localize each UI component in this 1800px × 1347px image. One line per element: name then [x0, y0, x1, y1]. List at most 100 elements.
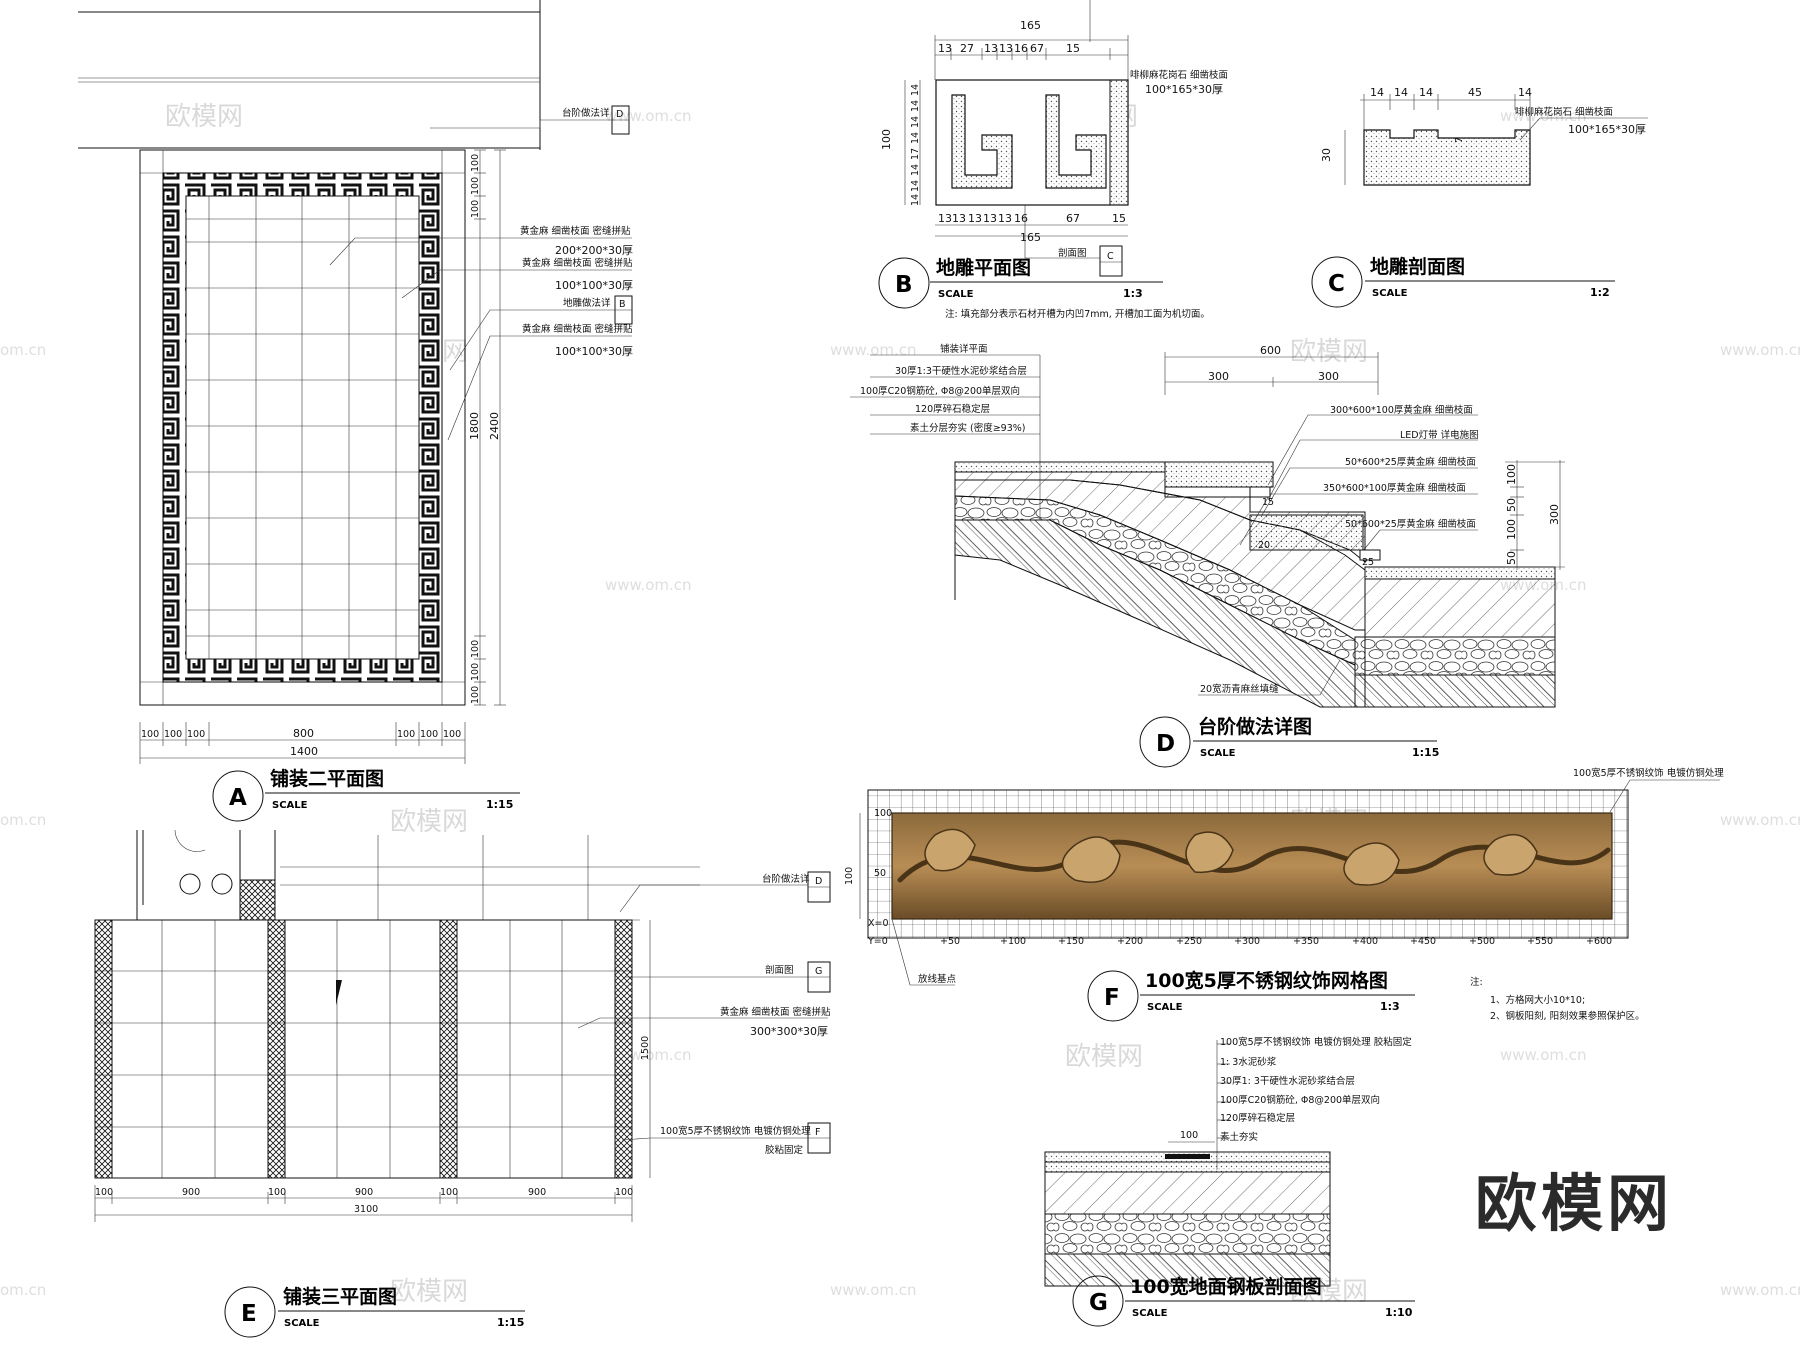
svg-text:14: 14 [1518, 86, 1532, 99]
svg-text:100: 100 [470, 154, 481, 172]
callout-stair-detail: 台阶做法详 [562, 107, 610, 119]
inner-tile-grid [186, 196, 419, 659]
callout-tag-b: B [619, 299, 626, 310]
watermark-url: www.om.cn [830, 341, 917, 359]
svg-text:E: E [241, 1301, 257, 1327]
svg-text:G: G [1089, 1290, 1108, 1316]
svg-text:SCALE: SCALE [272, 800, 308, 811]
svg-text:注:: 注: [1470, 976, 1483, 988]
watermark-url: www.om.cn [1500, 1046, 1587, 1064]
svg-text:F: F [815, 1127, 820, 1138]
material-size: 100*100*30厚 [555, 345, 633, 358]
title-letter: A [229, 785, 247, 811]
svg-text:100*165*30厚: 100*165*30厚 [1568, 123, 1646, 136]
svg-text:50: 50 [1505, 498, 1518, 512]
svg-text:1400: 1400 [290, 745, 318, 758]
material-note: 黄金麻 细凿枝面 密缝拼贴 [522, 323, 633, 335]
svg-text:1:15: 1:15 [1412, 746, 1439, 759]
svg-text:B: B [895, 272, 913, 298]
svg-text:+200: +200 [1117, 936, 1143, 947]
svg-text:30: 30 [1320, 148, 1333, 162]
svg-text:C: C [1107, 251, 1114, 262]
svg-text:1、方格网大小10*10;: 1、方格网大小10*10; [1490, 994, 1585, 1006]
svg-text:100厚C20钢筋砼, Φ8@200单层双向: 100厚C20钢筋砼, Φ8@200单层双向 [860, 385, 1020, 397]
svg-text:30厚1:3干硬性水泥砂浆结合层: 30厚1:3干硬性水泥砂浆结合层 [895, 365, 1027, 377]
svg-text:100: 100 [164, 729, 182, 740]
svg-text:50: 50 [1505, 551, 1518, 565]
svg-text:45: 45 [1468, 86, 1482, 99]
material-note: 黄金麻 细凿枝面 密缝拼贴 [522, 257, 633, 269]
watermark-url: www.om.cn [605, 576, 692, 594]
svg-text:7: 7 [1454, 137, 1465, 143]
svg-text:SCALE: SCALE [938, 289, 974, 300]
svg-text:350*600*100厚黄金麻 细凿枝面: 350*600*100厚黄金麻 细凿枝面 [1323, 482, 1466, 494]
svg-text:+400: +400 [1352, 936, 1378, 947]
carving-note: 注: 填充部分表示石材开槽为内凹7mm, 开槽加工面为机切面。 [945, 308, 1210, 320]
callout-tag-d: D [616, 109, 623, 120]
svg-text:14: 14 [1419, 86, 1433, 99]
material-note: 黄金麻 细凿枝面 密缝拼贴 [520, 225, 631, 237]
svg-text:+450: +450 [1410, 936, 1436, 947]
svg-text:300*300*30厚: 300*300*30厚 [750, 1025, 828, 1038]
svg-text:100: 100 [874, 808, 892, 819]
svg-text:100厚C20钢筋砼, Φ8@200单层双向: 100厚C20钢筋砼, Φ8@200单层双向 [1220, 1094, 1380, 1106]
svg-text:2、钢板阳刻, 阳刻效果参照保护区。: 2、钢板阳刻, 阳刻效果参照保护区。 [1490, 1010, 1645, 1022]
svg-text:13: 13 [998, 212, 1012, 225]
svg-text:14: 14 [1394, 86, 1408, 99]
svg-text:13: 13 [968, 212, 982, 225]
svg-text:13: 13 [952, 212, 966, 225]
watermark-url: www.om.cn [1720, 341, 1800, 359]
svg-text:600: 600 [1260, 344, 1281, 357]
svg-text:啡柳麻花岗石 细凿枝面: 啡柳麻花岗石 细凿枝面 [1515, 106, 1613, 118]
drawing-b-carving-plan: 165 13 27 13 13 16 67 15 100 14 14 14 14… [878, 0, 1228, 320]
svg-text:X=0: X=0 [868, 918, 889, 929]
svg-text:14: 14 [910, 116, 921, 128]
svg-text:13: 13 [999, 42, 1013, 55]
svg-text:100: 100 [470, 200, 481, 218]
svg-text:165: 165 [1020, 231, 1041, 244]
title-bubble-a [212, 770, 264, 822]
drawing-title: 100宽5厚不锈钢纹饰网格图 [1145, 969, 1388, 992]
carving-motif-left [951, 94, 1013, 189]
svg-text:100: 100 [1180, 1130, 1198, 1141]
svg-text:900: 900 [355, 1187, 373, 1198]
svg-text:13: 13 [984, 42, 998, 55]
svg-text:+100: +100 [1000, 936, 1026, 947]
svg-text:100: 100 [420, 729, 438, 740]
svg-text:啡柳麻花岗石 细凿枝面: 啡柳麻花岗石 细凿枝面 [1130, 69, 1228, 81]
watermark-logo: 欧模网 [390, 807, 468, 837]
svg-text:+550: +550 [1527, 936, 1553, 947]
svg-text:14: 14 [910, 100, 921, 112]
svg-text:1:3: 1:3 [1380, 1000, 1400, 1013]
svg-text:14: 14 [910, 180, 921, 192]
svg-text:2400: 2400 [488, 412, 501, 440]
svg-text:+250: +250 [1176, 936, 1202, 947]
svg-text:100: 100 [443, 729, 461, 740]
drawing-title: 铺装三平面图 [283, 1285, 397, 1308]
svg-text:100宽5厚不锈钢纹饰 电镀仿铜处理: 100宽5厚不锈钢纹饰 电镀仿铜处理 [660, 1125, 811, 1137]
svg-text:17: 17 [910, 148, 921, 160]
svg-text:C: C [1328, 271, 1345, 297]
svg-text:67: 67 [1030, 42, 1044, 55]
svg-text:14: 14 [910, 132, 921, 144]
drawing-title: 地雕剖面图 [1370, 255, 1465, 278]
svg-text:素土分层夯实 (密度≥93%): 素土分层夯实 (密度≥93%) [910, 422, 1026, 434]
drawing-c-carving-section: 14 14 14 45 14 30 7 啡柳麻花岗石 细凿枝面 100*165*… [1311, 86, 1648, 308]
svg-text:300: 300 [1548, 504, 1561, 525]
svg-text:1:15: 1:15 [486, 798, 513, 811]
svg-text:100: 100 [470, 686, 481, 704]
svg-text:100: 100 [1505, 519, 1518, 540]
steel-ornament-strip [267, 919, 286, 1179]
steel-plate [1165, 1154, 1210, 1159]
svg-text:14: 14 [910, 164, 921, 176]
steel-ornament-strip [614, 919, 633, 1179]
svg-text:Y=0: Y=0 [867, 936, 888, 947]
svg-text:13: 13 [938, 42, 952, 55]
drawing-title: 地雕平面图 [936, 256, 1031, 279]
svg-text:+600: +600 [1586, 936, 1612, 947]
callout-carving-detail: 地雕做法详 [563, 297, 611, 309]
svg-text:50*600*25厚黄金麻 细凿枝面: 50*600*25厚黄金麻 细凿枝面 [1345, 456, 1476, 468]
drawing-title: 台阶做法详图 [1198, 715, 1312, 738]
svg-text:100: 100 [440, 1187, 458, 1198]
svg-text:120厚碎石稳定层: 120厚碎石稳定层 [915, 403, 990, 415]
